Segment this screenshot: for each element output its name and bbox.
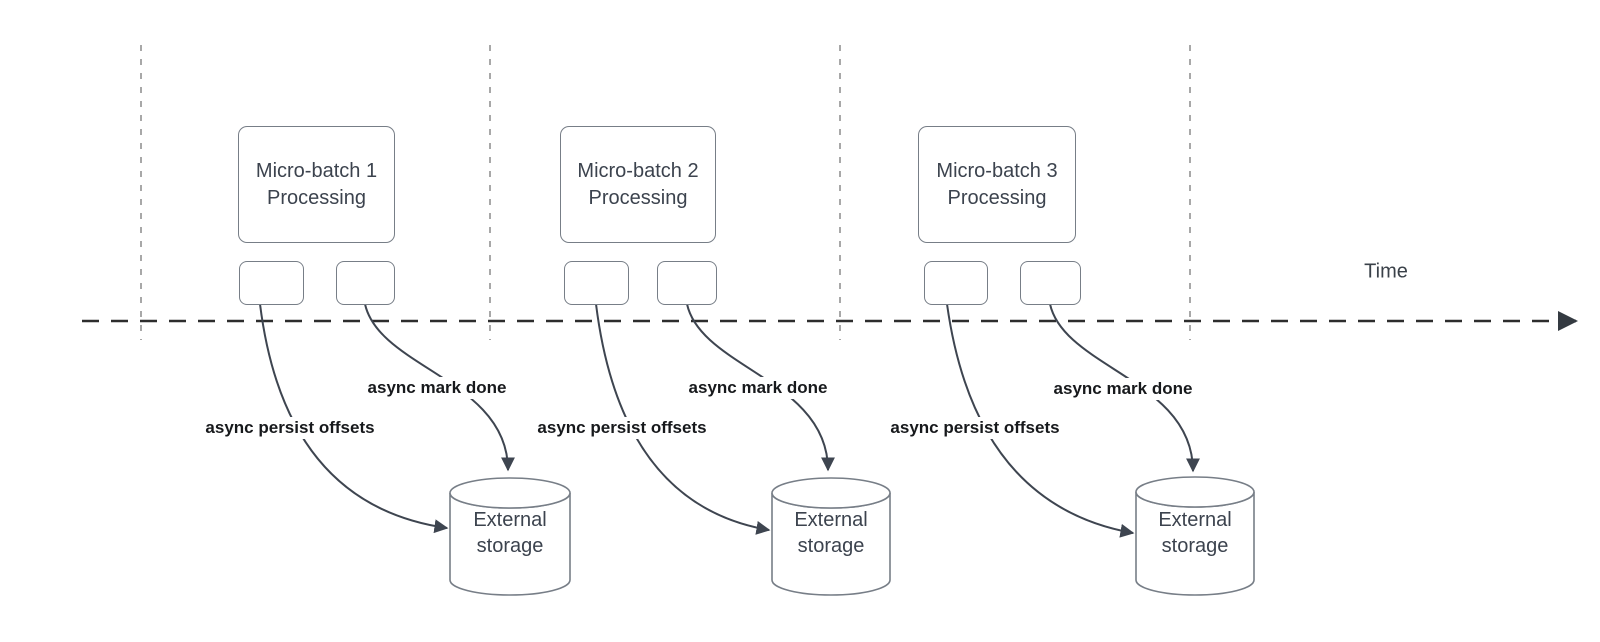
storage-label-line: storage <box>476 535 544 557</box>
mark-done-task-box <box>1020 261 1081 305</box>
persist-offsets-label: async persist offsets <box>533 417 711 439</box>
process-box-title-line: Processing <box>947 186 1047 209</box>
micro-batch-1-process-box: Micro-batch 1 Processing <box>238 126 395 243</box>
process-box-title-line: Processing <box>588 186 688 209</box>
storage-label-line: storage <box>1161 535 1229 557</box>
external-storage-cylinder <box>449 477 571 596</box>
mark-done-task-box <box>336 261 395 305</box>
mark-done-label: async mark done <box>363 377 511 399</box>
external-storage-label: External storage <box>794 507 867 559</box>
storage-label-line: storage <box>797 535 865 557</box>
persist-task-box <box>924 261 988 305</box>
mark-done-task-box <box>657 261 717 305</box>
persist-offsets-label: async persist offsets <box>201 417 379 439</box>
micro-batch-2-process-box: Micro-batch 2 Processing <box>560 126 716 243</box>
persist-offsets-arrow <box>946 303 1135 538</box>
process-box-title-line: Micro-batch 3 <box>936 159 1058 182</box>
storage-label-line: External <box>473 509 547 531</box>
process-box-title-line: Processing <box>267 186 366 209</box>
process-box-title-line: Micro-batch 2 <box>577 159 699 182</box>
external-storage-label: External storage <box>473 507 546 559</box>
storage-label-line: External <box>1158 509 1232 531</box>
mark-done-arrow <box>1049 303 1200 473</box>
micro-batch-3-process-box: Micro-batch 3 Processing <box>918 126 1076 243</box>
persist-offsets-label: async persist offsets <box>886 417 1064 439</box>
external-storage-cylinder <box>771 477 891 596</box>
persist-offsets-arrow <box>259 303 449 534</box>
process-box-title-line: Micro-batch 1 <box>255 159 378 182</box>
persist-offsets-arrow <box>595 303 771 535</box>
mark-done-label: async mark done <box>1049 378 1197 400</box>
persist-task-box <box>239 261 304 305</box>
persist-task-box <box>564 261 629 305</box>
external-storage-label: External storage <box>1158 507 1231 559</box>
mark-done-label: async mark done <box>684 377 832 399</box>
storage-label-line: External <box>794 509 868 531</box>
external-storage-cylinder <box>1135 476 1255 596</box>
time-label: Time <box>1364 260 1408 283</box>
